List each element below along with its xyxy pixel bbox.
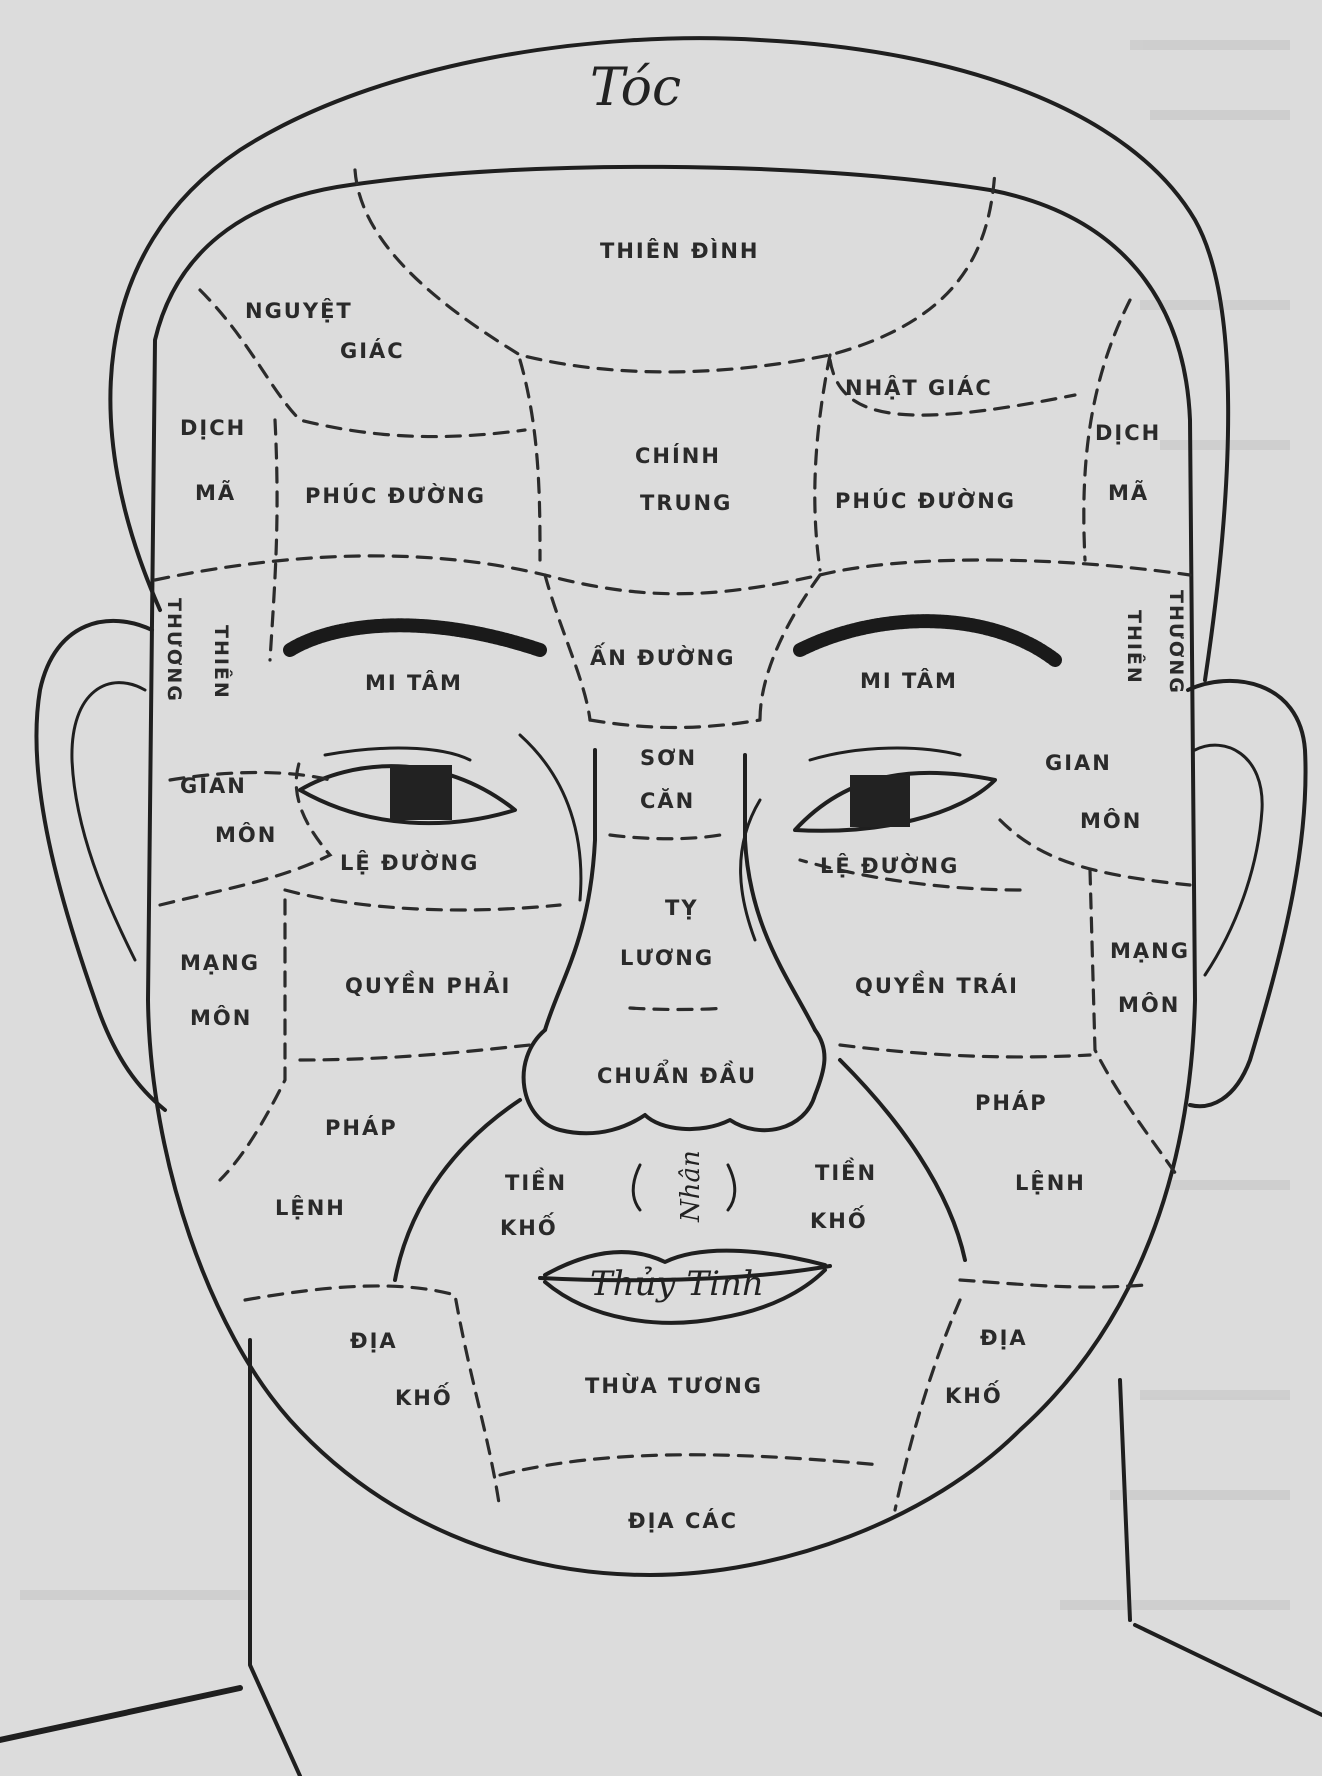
label-le-duong-left: LỆ ĐƯỜNG xyxy=(340,849,479,875)
label-mi-tam-right: MI TÂM xyxy=(860,668,958,693)
label-mang-left: MẠNG xyxy=(180,951,260,975)
label-dich-right: DỊCH xyxy=(1095,421,1161,445)
label-phuc-duong-left: PHÚC ĐƯỜNG xyxy=(305,483,486,508)
label-gian-right: GIAN xyxy=(1045,751,1112,775)
label-ma-left: MÃ xyxy=(195,480,236,505)
zone-labels: Tóc THIÊN ĐÌNH NGUYỆT GIÁC NHẬT GIÁC DỊC… xyxy=(163,58,1190,1533)
label-dia-left: ĐỊA xyxy=(350,1329,398,1353)
label-ty: TỴ xyxy=(665,896,699,920)
label-nhat-giac: NHẬT GIÁC xyxy=(845,374,993,400)
shoulder-right xyxy=(1135,1625,1322,1715)
label-nhan-trung: Nhân xyxy=(676,1150,706,1223)
label-thuong-right: THƯƠNG xyxy=(1165,590,1187,695)
head-outline xyxy=(110,38,1228,680)
label-giac-left: GIÁC xyxy=(340,338,405,363)
face-outline xyxy=(148,167,1195,1575)
label-lenh-left: LỆNH xyxy=(275,1194,346,1220)
label-kho-tien-right: KHỐ xyxy=(810,1205,868,1233)
label-mi-tam-left: MI TÂM xyxy=(365,670,463,695)
label-dia-right: ĐỊA xyxy=(980,1326,1028,1350)
left-ear-inner xyxy=(72,683,145,960)
label-dia-cac: ĐỊA CÁC xyxy=(628,1508,738,1533)
philtrum-left xyxy=(633,1165,640,1210)
label-luong: LƯƠNG xyxy=(620,946,714,970)
label-thua-tuong: THỪA TƯƠNG xyxy=(585,1373,763,1398)
label-phuc-duong-right: PHÚC ĐƯỜNG xyxy=(835,488,1016,513)
right-ear-inner xyxy=(1195,745,1262,975)
label-thien-left: THIÊN xyxy=(210,625,233,700)
label-mon-gian-left: MÔN xyxy=(215,822,277,847)
label-tien-left: TIỀN xyxy=(505,1167,567,1195)
right-eyebrow xyxy=(800,621,1055,660)
label-quyen-trai: QUYỀN TRÁI xyxy=(855,970,1019,998)
left-lid-line xyxy=(325,748,470,760)
cheek-line-left xyxy=(520,735,581,900)
label-quyen-phai: QUYỀN PHẢI xyxy=(345,970,511,998)
label-toc: Tóc xyxy=(590,58,681,118)
label-dich-left: DỊCH xyxy=(180,416,246,440)
label-gian-left: GIAN xyxy=(180,774,247,798)
label-phap-left: PHÁP xyxy=(325,1115,398,1140)
label-phap-right: PHÁP xyxy=(975,1090,1048,1115)
label-ma-right: MÃ xyxy=(1108,480,1149,505)
left-iris xyxy=(390,765,452,820)
label-kho-dia-right: KHỐ xyxy=(945,1380,1003,1408)
label-kho-tien-left: KHỐ xyxy=(500,1212,558,1240)
label-thien-right: THIÊN xyxy=(1123,610,1146,685)
label-thien-dinh: THIÊN ĐÌNH xyxy=(600,238,760,263)
label-mang-right: MẠNG xyxy=(1110,939,1190,963)
label-lenh-right: LỆNH xyxy=(1015,1169,1086,1195)
label-kho-dia-left: KHỐ xyxy=(395,1382,453,1410)
zone-boundaries xyxy=(155,170,1190,1510)
nose-bridge-left xyxy=(545,750,595,1030)
left-eyebrow xyxy=(290,625,540,650)
label-mon-mang-right: MÔN xyxy=(1118,992,1180,1017)
label-nguyet: NGUYỆT xyxy=(245,297,353,323)
label-le-duong-right: LỆ ĐƯỜNG xyxy=(820,852,959,878)
label-trung: TRUNG xyxy=(640,491,732,515)
label-thuong-left: THƯƠNG xyxy=(163,598,185,703)
label-mon-gian-right: MÔN xyxy=(1080,808,1142,833)
right-lid-line xyxy=(810,748,960,760)
left-ear xyxy=(36,621,165,1110)
label-can: CĂN xyxy=(640,788,695,813)
label-tien-right: TIỀN xyxy=(815,1157,877,1185)
nasolabial-left xyxy=(395,1100,520,1280)
shoulder-left xyxy=(0,1688,240,1740)
neck-left xyxy=(250,1340,300,1776)
nose-bridge-right xyxy=(745,755,815,1030)
label-chinh: CHÍNH xyxy=(635,443,721,468)
label-chuan-dau: CHUẨN ĐẦU xyxy=(597,1060,757,1088)
label-an-duong: ẤN ĐƯỜNG xyxy=(590,642,735,670)
label-thuy-tinh: Thủy Tinh xyxy=(590,1264,764,1304)
label-mon-mang-left: MÔN xyxy=(190,1005,252,1030)
label-son: SƠN xyxy=(640,746,697,770)
right-iris xyxy=(850,775,910,827)
philtrum-right xyxy=(728,1165,735,1210)
